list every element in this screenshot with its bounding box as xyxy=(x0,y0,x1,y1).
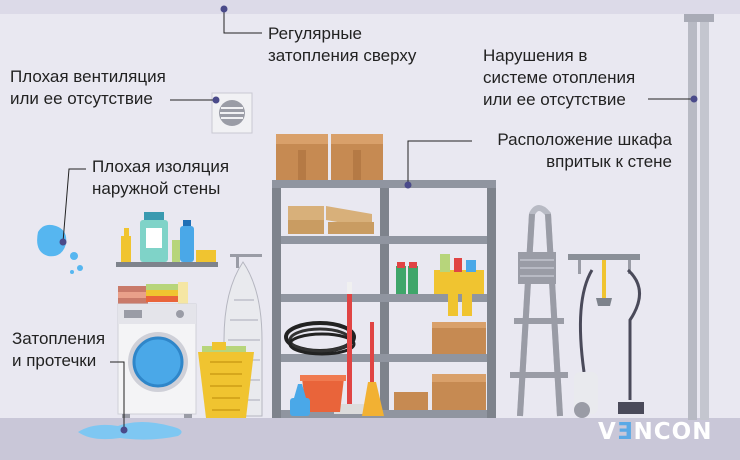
cardboard-boxes-bottom xyxy=(394,374,486,410)
marker-dot xyxy=(59,238,67,246)
brand-logo: VƎNCON xyxy=(598,419,713,445)
step-ladder xyxy=(510,205,568,417)
mop xyxy=(334,282,364,414)
cleaning-basket xyxy=(434,254,484,294)
cardboard-boxes-top xyxy=(276,134,383,180)
marker-dot xyxy=(212,96,220,104)
green-bottles xyxy=(396,262,418,294)
label-poor-ventilation: Плохая вентиляция или ее отсутствие xyxy=(10,67,166,108)
ceiling-band xyxy=(0,0,740,14)
washing-machine xyxy=(117,303,197,418)
wall-shelf-with-chemicals xyxy=(116,212,218,267)
water-puddle xyxy=(78,422,182,440)
towel-stack xyxy=(118,282,188,304)
label-floods-leaks: Затопления и протечки xyxy=(12,329,106,370)
label-poor-insulation: Плохая изоляция наружной стены xyxy=(92,157,230,198)
marker-dot xyxy=(120,426,128,434)
label-heating-problems: Нарушения в системе отопления или ее отс… xyxy=(483,46,636,109)
marker-dot xyxy=(690,95,698,103)
cable-coil xyxy=(284,321,356,356)
marker-dot xyxy=(404,181,412,189)
annotation-leaders xyxy=(59,5,698,434)
vacuum-cleaner xyxy=(574,268,644,418)
tool-rail xyxy=(568,254,640,306)
broom xyxy=(362,322,384,416)
label-ceiling-flooding: Регулярные затопления сверху xyxy=(268,24,417,65)
yellow-gloves xyxy=(448,294,472,316)
heating-pipes xyxy=(684,14,714,420)
toolbox xyxy=(432,322,486,354)
wooden-planks xyxy=(288,206,374,234)
spray-bottle xyxy=(290,384,310,416)
laundry-basket xyxy=(198,342,254,418)
wall-moisture-stain xyxy=(37,224,83,274)
marker-dot xyxy=(220,5,228,13)
label-cabinet-against-wall: Расположение шкафа впритык к стене xyxy=(497,130,672,171)
metal-shelving-rack xyxy=(272,180,496,418)
red-bucket xyxy=(300,375,346,412)
